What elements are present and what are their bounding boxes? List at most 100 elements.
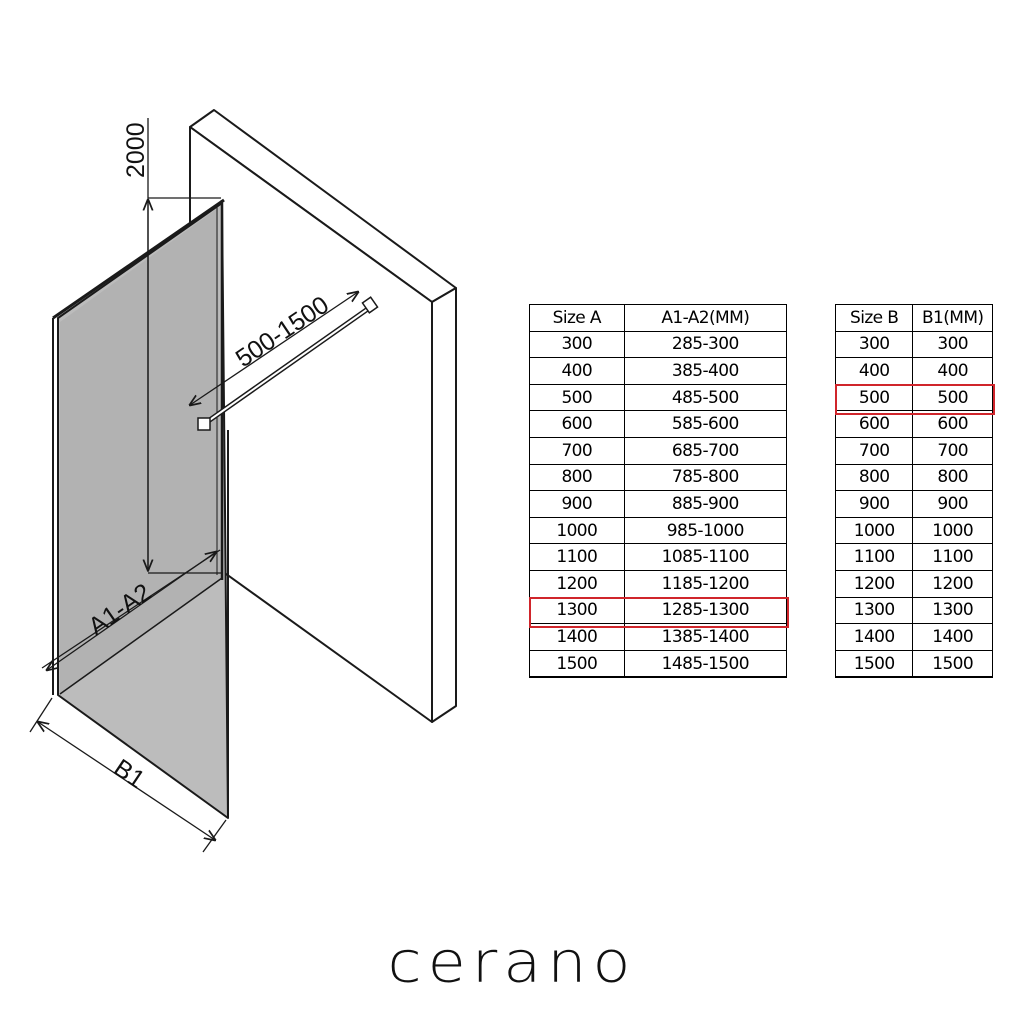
wall-front-face: [431, 287, 457, 723]
dimension-label-height: 2000: [122, 122, 150, 178]
size-cell: 1100: [834, 543, 914, 571]
size-cell: 1500: [529, 650, 625, 679]
range-cell: 600: [912, 410, 993, 438]
brand-logo: cerano: [387, 927, 637, 996]
range-cell: 800: [912, 464, 993, 492]
size-cell: 700: [529, 437, 625, 465]
size-cell: 1500: [834, 650, 914, 679]
range-cell: 585-600: [623, 410, 788, 438]
size-cell: 900: [834, 490, 914, 518]
range-cell: 485-500: [623, 384, 788, 412]
size-cell: 800: [834, 464, 914, 492]
range-cell: 1000: [912, 517, 993, 545]
size-cell: 1400: [834, 623, 914, 651]
size-cell: 1200: [529, 570, 625, 598]
range-cell: 985-1000: [623, 517, 788, 545]
range-cell: 785-800: [623, 464, 788, 492]
size-cell: 400: [529, 357, 625, 385]
range-cell: 685-700: [623, 437, 788, 465]
header-b1: B1(MM): [912, 304, 993, 332]
header-size-b: Size B: [834, 304, 914, 332]
size-cell: 1000: [834, 517, 914, 545]
size-cell: 1300: [834, 597, 914, 625]
size-cell: 400: [834, 357, 914, 385]
range-cell: 1385-1400: [623, 623, 788, 651]
range-cell: 385-400: [623, 357, 788, 385]
dimension-b1: [29, 697, 227, 853]
range-cell: 1100: [912, 543, 993, 571]
range-cell: 1400: [912, 623, 993, 651]
size-cell: 900: [529, 490, 625, 518]
dimension-label-b1: B1: [109, 754, 150, 794]
size-cell: 600: [529, 410, 625, 438]
table-header-row: Size A A1-A2(MM): [529, 304, 788, 332]
range-cell: 400: [912, 357, 993, 385]
size-cell: 1100: [529, 543, 625, 571]
size-cell: 1300: [529, 597, 625, 625]
range-cell: 900: [912, 490, 993, 518]
arm-wall-bracket: [361, 296, 379, 314]
glass-panel: [52, 198, 229, 819]
size-cell: 500: [529, 384, 625, 412]
arm-glass-clamp: [197, 417, 211, 431]
glass-top-rail: [52, 198, 225, 320]
range-cell: 700: [912, 437, 993, 465]
range-cell: 1300: [912, 597, 993, 625]
range-cell: 1500: [912, 650, 993, 679]
range-cell: 500: [912, 384, 993, 412]
header-size-a: Size A: [529, 304, 625, 332]
table-header-row: Size B B1(MM): [834, 304, 993, 332]
range-cell: 1285-1300: [623, 597, 788, 625]
range-cell: 885-900: [623, 490, 788, 518]
size-cell: 500: [834, 384, 914, 412]
header-a1-a2: A1-A2(MM): [623, 304, 788, 332]
size-cell: 1000: [529, 517, 625, 545]
size-cell: 1200: [834, 570, 914, 598]
dimension-arm: [190, 292, 358, 405]
size-cell: 300: [834, 331, 914, 359]
range-cell: 1185-1200: [623, 570, 788, 598]
range-cell: 300: [912, 331, 993, 359]
size-cell: 1400: [529, 623, 625, 651]
dimension-a1-a2: [41, 549, 221, 670]
size-cell: 700: [834, 437, 914, 465]
size-cell: 800: [529, 464, 625, 492]
range-cell: 1485-1500: [623, 650, 788, 679]
size-cell: 300: [529, 331, 625, 359]
range-cell: 1200: [912, 570, 993, 598]
range-cell: 1085-1100: [623, 543, 788, 571]
size-cell: 600: [834, 410, 914, 438]
wall: [189, 109, 457, 723]
dimension-height: [148, 118, 221, 574]
